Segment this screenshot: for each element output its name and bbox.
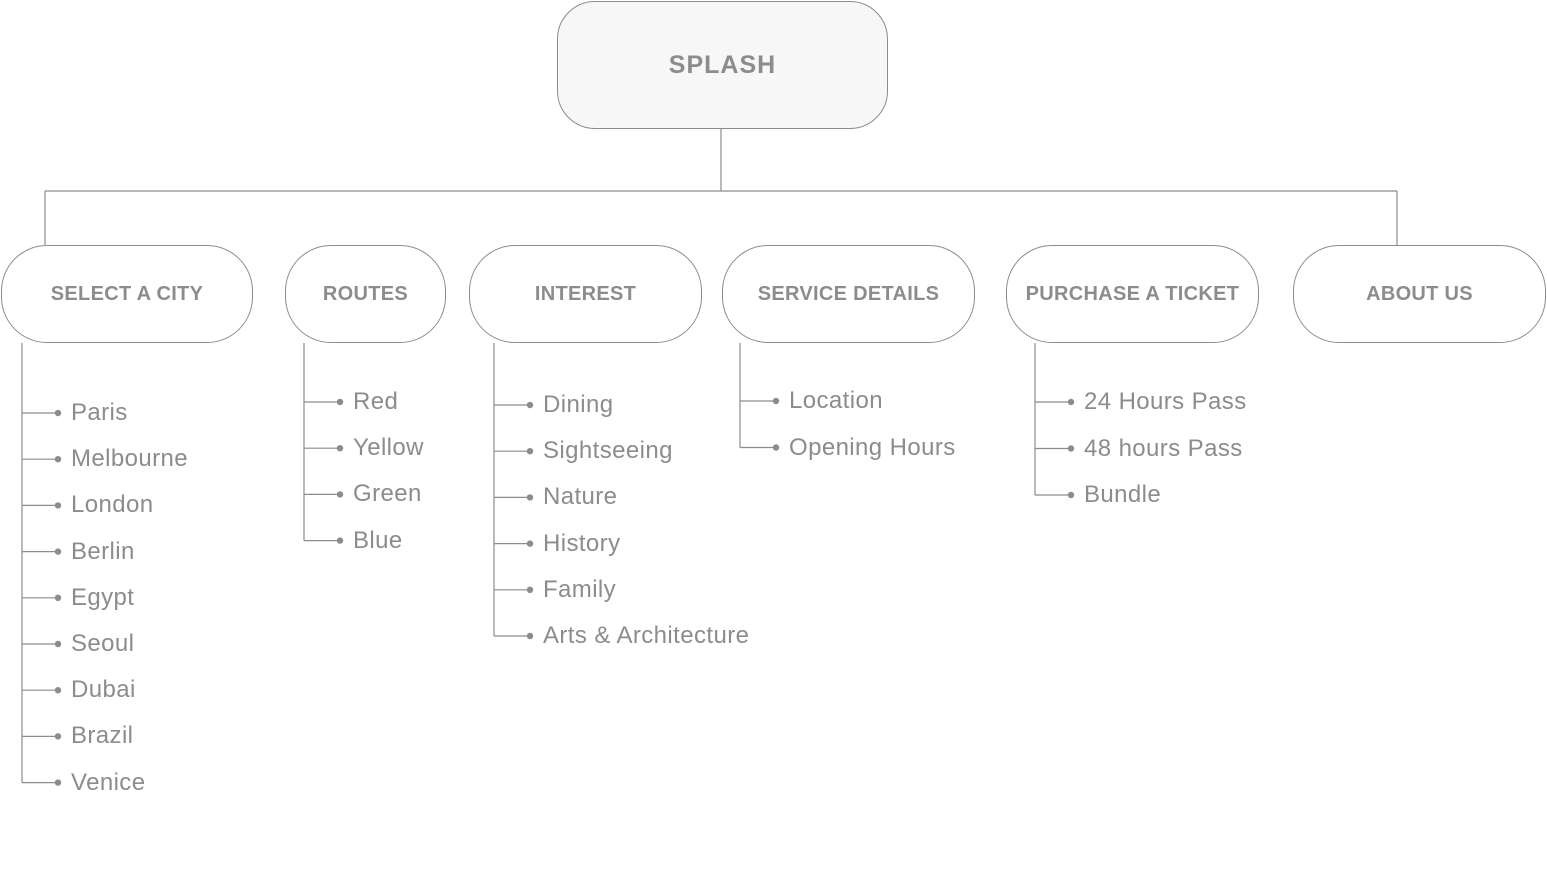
list-bullet — [772, 397, 780, 405]
list-bullet — [336, 491, 344, 498]
list-bullet — [1067, 398, 1075, 406]
list-bullet — [336, 445, 344, 452]
list-bullet — [1067, 491, 1075, 499]
category-interest: INTEREST — [469, 245, 702, 343]
category-about-us: ABOUT US — [1293, 245, 1546, 343]
list-item: Berlin — [71, 537, 135, 565]
category-service-details: SERVICE DETAILS — [722, 245, 975, 343]
list-bullet — [54, 548, 62, 555]
list-bullet — [526, 586, 534, 593]
list-bullet — [54, 456, 62, 463]
list-bullet — [1067, 445, 1075, 452]
list-bullet — [54, 502, 62, 509]
list-item: History — [543, 529, 621, 557]
list-item: Venice — [71, 768, 146, 796]
list-bullet — [526, 540, 534, 547]
list-item: Family — [543, 575, 617, 603]
list-bullet — [526, 448, 534, 455]
category-select-a-city: SELECT A CITY — [1, 245, 253, 343]
list-item: Seoul — [71, 630, 135, 657]
list-bullet — [336, 398, 344, 406]
list-item: Dining — [543, 391, 614, 418]
list-item: Melbourne — [71, 445, 189, 473]
list-item: Dubai — [71, 676, 136, 704]
list-item: Blue — [353, 526, 403, 554]
list-bullet — [54, 409, 62, 417]
list-bullet — [772, 444, 780, 451]
list-bullet — [526, 401, 534, 409]
list-bullet — [526, 494, 534, 501]
list-item: London — [71, 491, 154, 519]
list-bullet — [54, 687, 62, 694]
list-bullet — [54, 779, 62, 786]
list-bullet — [54, 733, 62, 740]
category-routes: ROUTES — [285, 245, 446, 343]
list-bullet — [336, 537, 344, 544]
list-item: 48 hours Pass — [1084, 434, 1243, 462]
list-item: Brazil — [71, 722, 134, 750]
list-bullet — [54, 640, 62, 648]
splash-node: SPLASH — [557, 1, 888, 129]
list-item: Nature — [543, 483, 618, 511]
list-item: 24 Hours Pass — [1084, 388, 1247, 415]
list-item: Yellow — [353, 434, 424, 462]
list-item: Bundle — [1084, 481, 1162, 508]
category-purchase-a-ticket: PURCHASE A TICKET — [1006, 245, 1259, 343]
list-bullet — [54, 594, 62, 601]
list-item: Red — [353, 388, 399, 415]
list-item: Sightseeing — [543, 437, 673, 465]
list-item: Egypt — [71, 583, 135, 611]
list-item: Opening Hours — [789, 433, 956, 461]
list-item: Green — [353, 480, 422, 508]
list-bullet — [526, 632, 534, 640]
list-item: Arts & Architecture — [543, 622, 750, 649]
list-item: Paris — [71, 399, 128, 426]
list-item: Location — [789, 387, 883, 414]
